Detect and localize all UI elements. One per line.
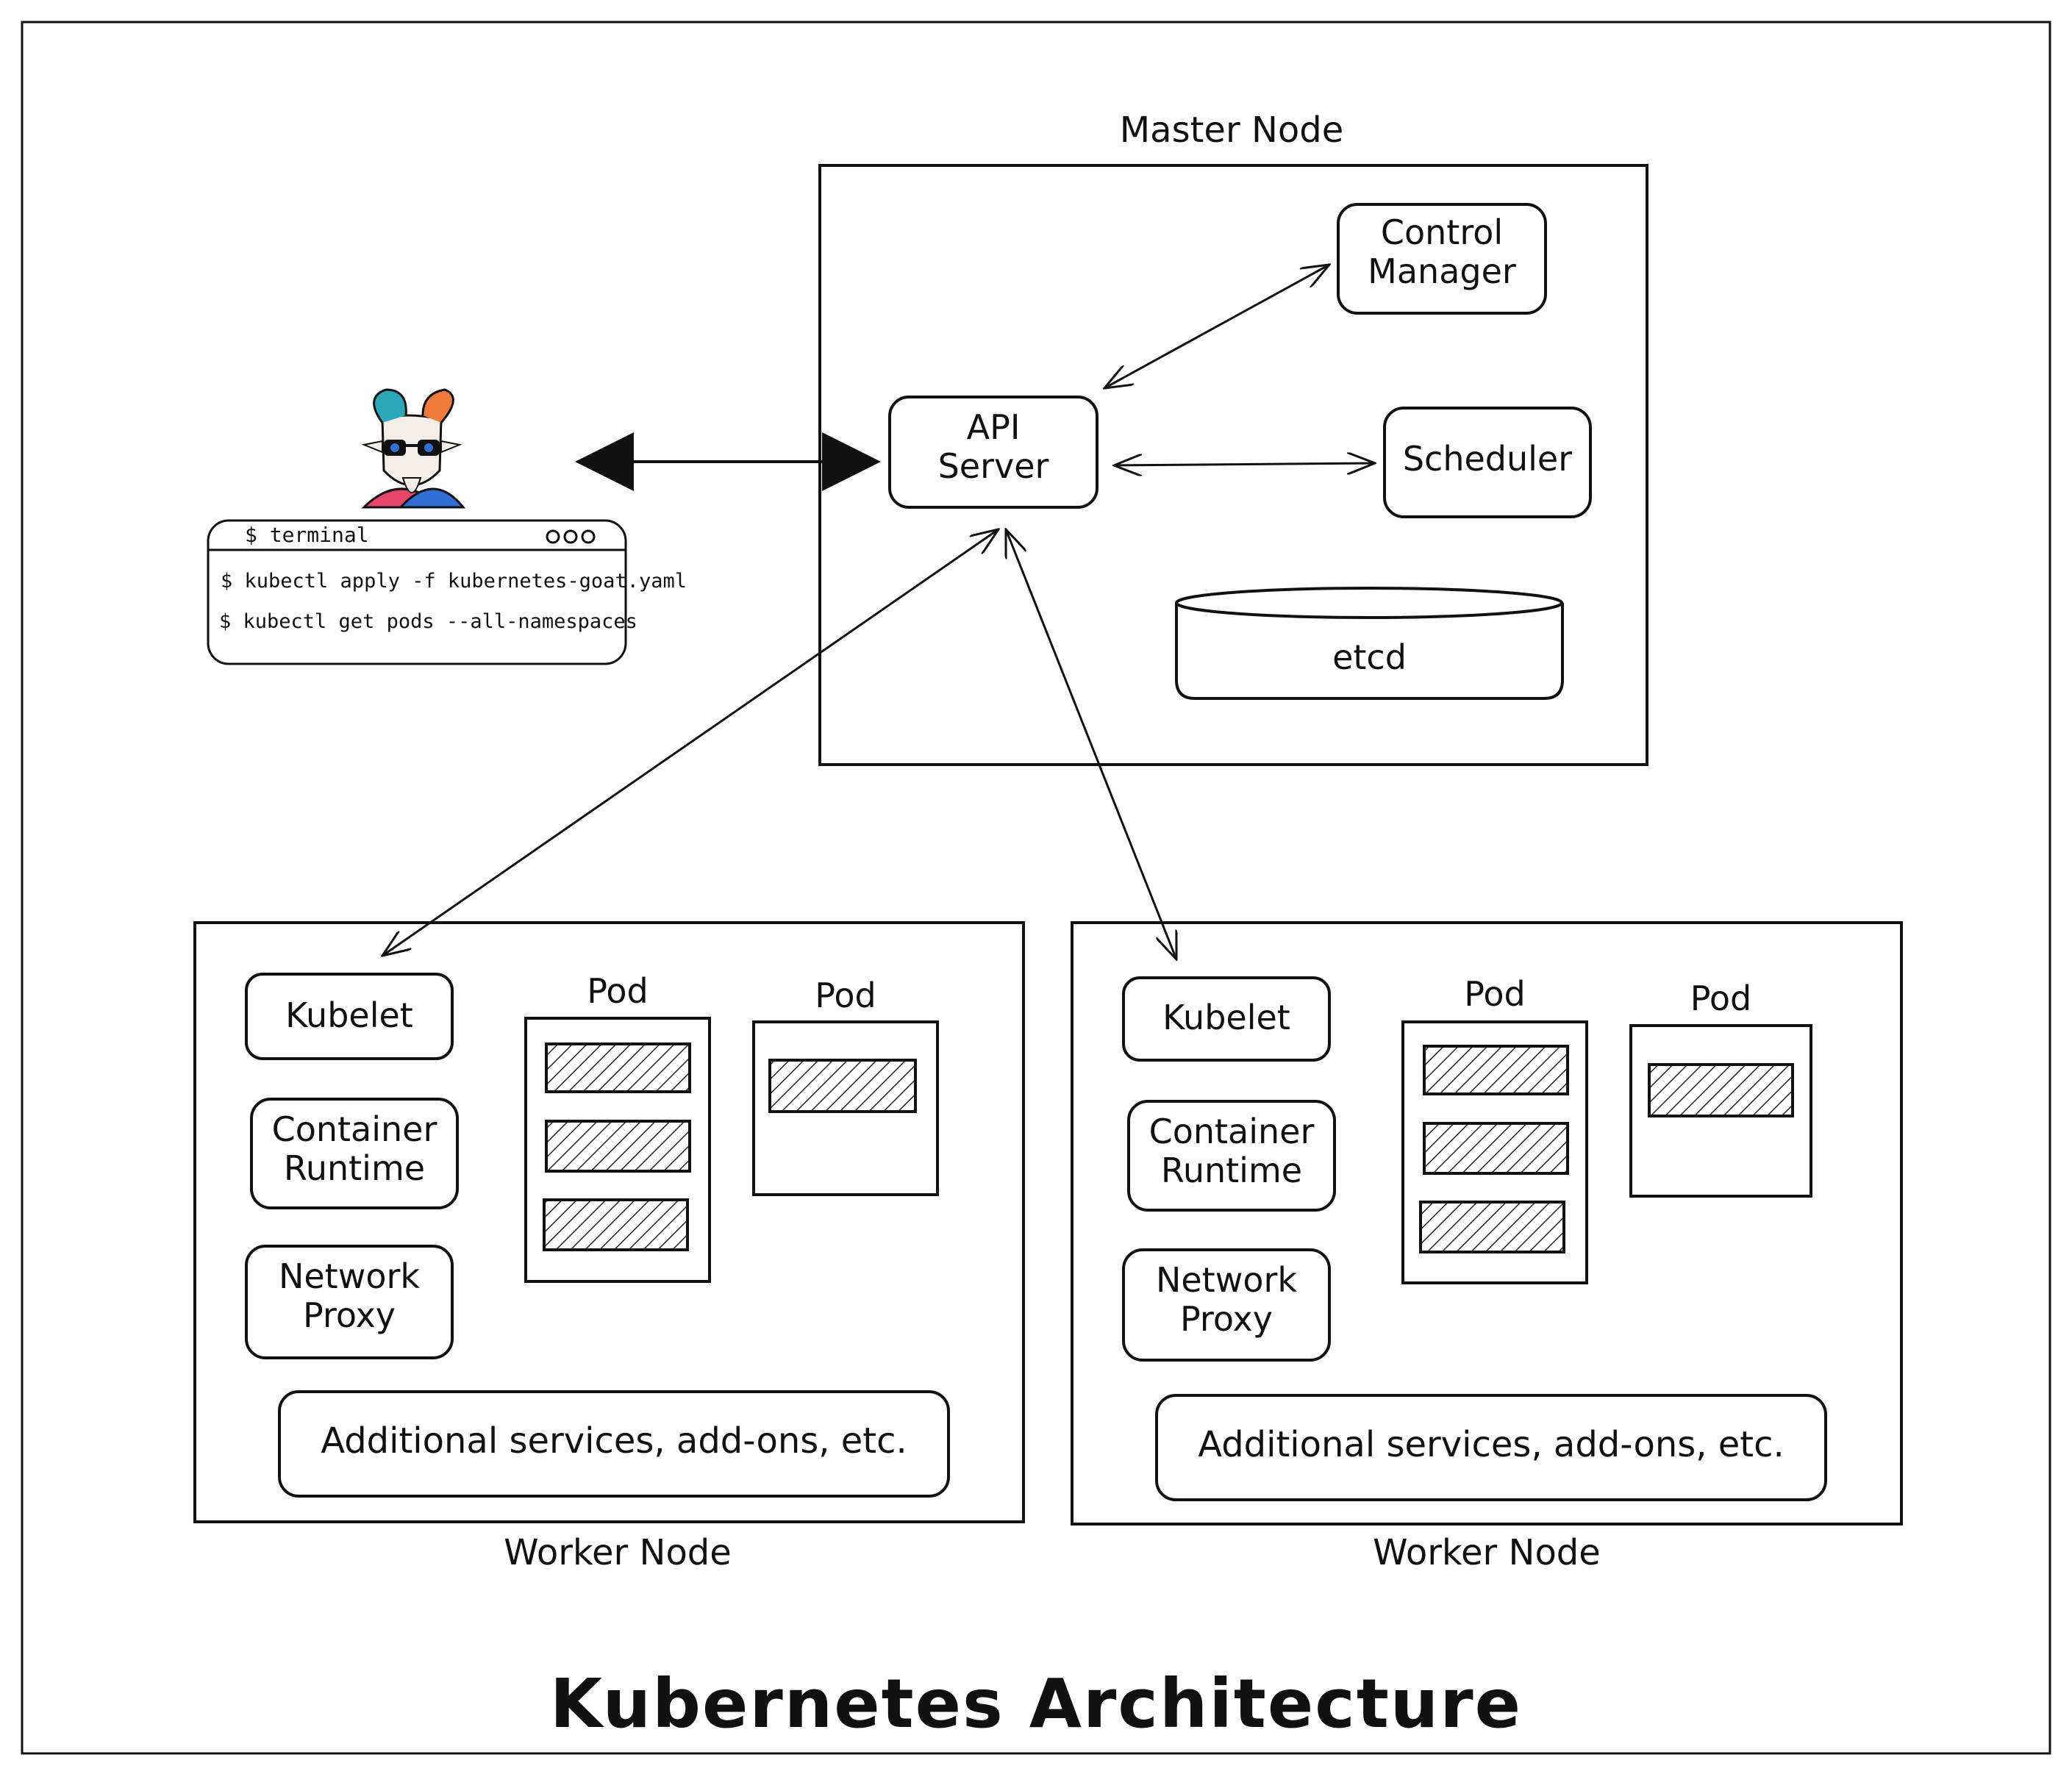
addons-label: Additional services, add-ons, etc. bbox=[321, 1420, 907, 1462]
network-proxy-line1: Network bbox=[278, 1256, 421, 1296]
container-runtime-line1: Container bbox=[1148, 1112, 1315, 1151]
pod-label: Pod bbox=[815, 976, 876, 1015]
network-proxy-label: Network Proxy bbox=[246, 1257, 452, 1335]
api-server-label: API Server bbox=[890, 408, 1097, 486]
etcd-label: etcd bbox=[1332, 637, 1407, 677]
container-runtime-label: Container Runtime bbox=[251, 1110, 457, 1188]
control-manager-label: Control Manager bbox=[1338, 213, 1546, 291]
network-proxy-line2: Proxy bbox=[1179, 1298, 1273, 1339]
addons-box bbox=[278, 1390, 950, 1498]
arrow-api-worker1 bbox=[382, 529, 999, 956]
container-block bbox=[768, 1059, 917, 1113]
container-runtime-box bbox=[250, 1098, 459, 1209]
window-dot-icon bbox=[563, 529, 578, 544]
api-server-line2: Server bbox=[937, 446, 1049, 486]
container-runtime-box bbox=[1127, 1100, 1336, 1212]
terminal-line-1: $ kubectl apply -f kubernetes-goat.yaml bbox=[221, 570, 687, 593]
container-runtime-line2: Runtime bbox=[1160, 1150, 1303, 1190]
container-block bbox=[543, 1198, 689, 1251]
worker-node-box bbox=[193, 921, 1025, 1523]
container-block bbox=[1423, 1122, 1569, 1175]
network-proxy-line1: Network bbox=[1155, 1260, 1298, 1300]
kubelet-label: Kubelet bbox=[1162, 998, 1290, 1037]
master-node-label: Master Node bbox=[1119, 110, 1344, 151]
addons-box bbox=[1155, 1394, 1827, 1501]
worker-node-label: Worker Node bbox=[1373, 1532, 1601, 1573]
container-block bbox=[1419, 1201, 1565, 1253]
container-block bbox=[545, 1120, 691, 1173]
terminal-window bbox=[207, 519, 627, 665]
network-proxy-box bbox=[1122, 1248, 1331, 1362]
goat-mascot-icon bbox=[361, 388, 466, 509]
arrow-api-worker2 bbox=[1006, 529, 1176, 959]
worker-node-1 bbox=[193, 921, 1025, 1523]
container-runtime-label: Container Runtime bbox=[1129, 1112, 1335, 1190]
scheduler-box bbox=[1383, 407, 1592, 518]
network-proxy-box bbox=[245, 1245, 454, 1359]
worker-node-box bbox=[1071, 921, 1903, 1526]
container-block bbox=[1423, 1045, 1569, 1095]
terminal-line-2: $ kubectl get pods --all-namespaces bbox=[219, 610, 637, 633]
worker-node-label: Worker Node bbox=[504, 1532, 732, 1573]
kubelet-box bbox=[1122, 976, 1331, 1062]
outer-frame bbox=[21, 21, 2051, 1755]
container-block bbox=[545, 1042, 691, 1093]
api-server-line1: API bbox=[966, 407, 1021, 447]
control-manager-line1: Control bbox=[1380, 212, 1504, 252]
kubelet-box bbox=[245, 973, 454, 1060]
network-proxy-label: Network Proxy bbox=[1123, 1261, 1329, 1339]
arrow-api-control bbox=[1104, 265, 1329, 388]
pod-label: Pod bbox=[1690, 979, 1752, 1018]
container-runtime-line1: Container bbox=[271, 1109, 437, 1149]
kubelet-label: Kubelet bbox=[285, 995, 413, 1035]
container-block bbox=[1648, 1063, 1794, 1117]
container-runtime-line2: Runtime bbox=[283, 1148, 426, 1188]
control-manager-box bbox=[1337, 203, 1547, 315]
pod-label: Pod bbox=[1464, 974, 1526, 1014]
control-manager-line2: Manager bbox=[1368, 251, 1516, 291]
diagram-title: Kubernetes Architecture bbox=[549, 1664, 1523, 1743]
arrow-api-scheduler bbox=[1114, 463, 1375, 465]
window-dot-icon bbox=[581, 529, 596, 544]
network-proxy-line2: Proxy bbox=[302, 1295, 396, 1335]
worker-node-2 bbox=[1071, 921, 1903, 1526]
addons-label: Additional services, add-ons, etc. bbox=[1198, 1424, 1785, 1465]
window-dot-icon bbox=[546, 529, 560, 544]
terminal-title: $ terminal bbox=[245, 523, 369, 547]
scheduler-label: Scheduler bbox=[1402, 439, 1573, 479]
api-server-box bbox=[888, 396, 1098, 509]
pod-label: Pod bbox=[587, 971, 649, 1011]
